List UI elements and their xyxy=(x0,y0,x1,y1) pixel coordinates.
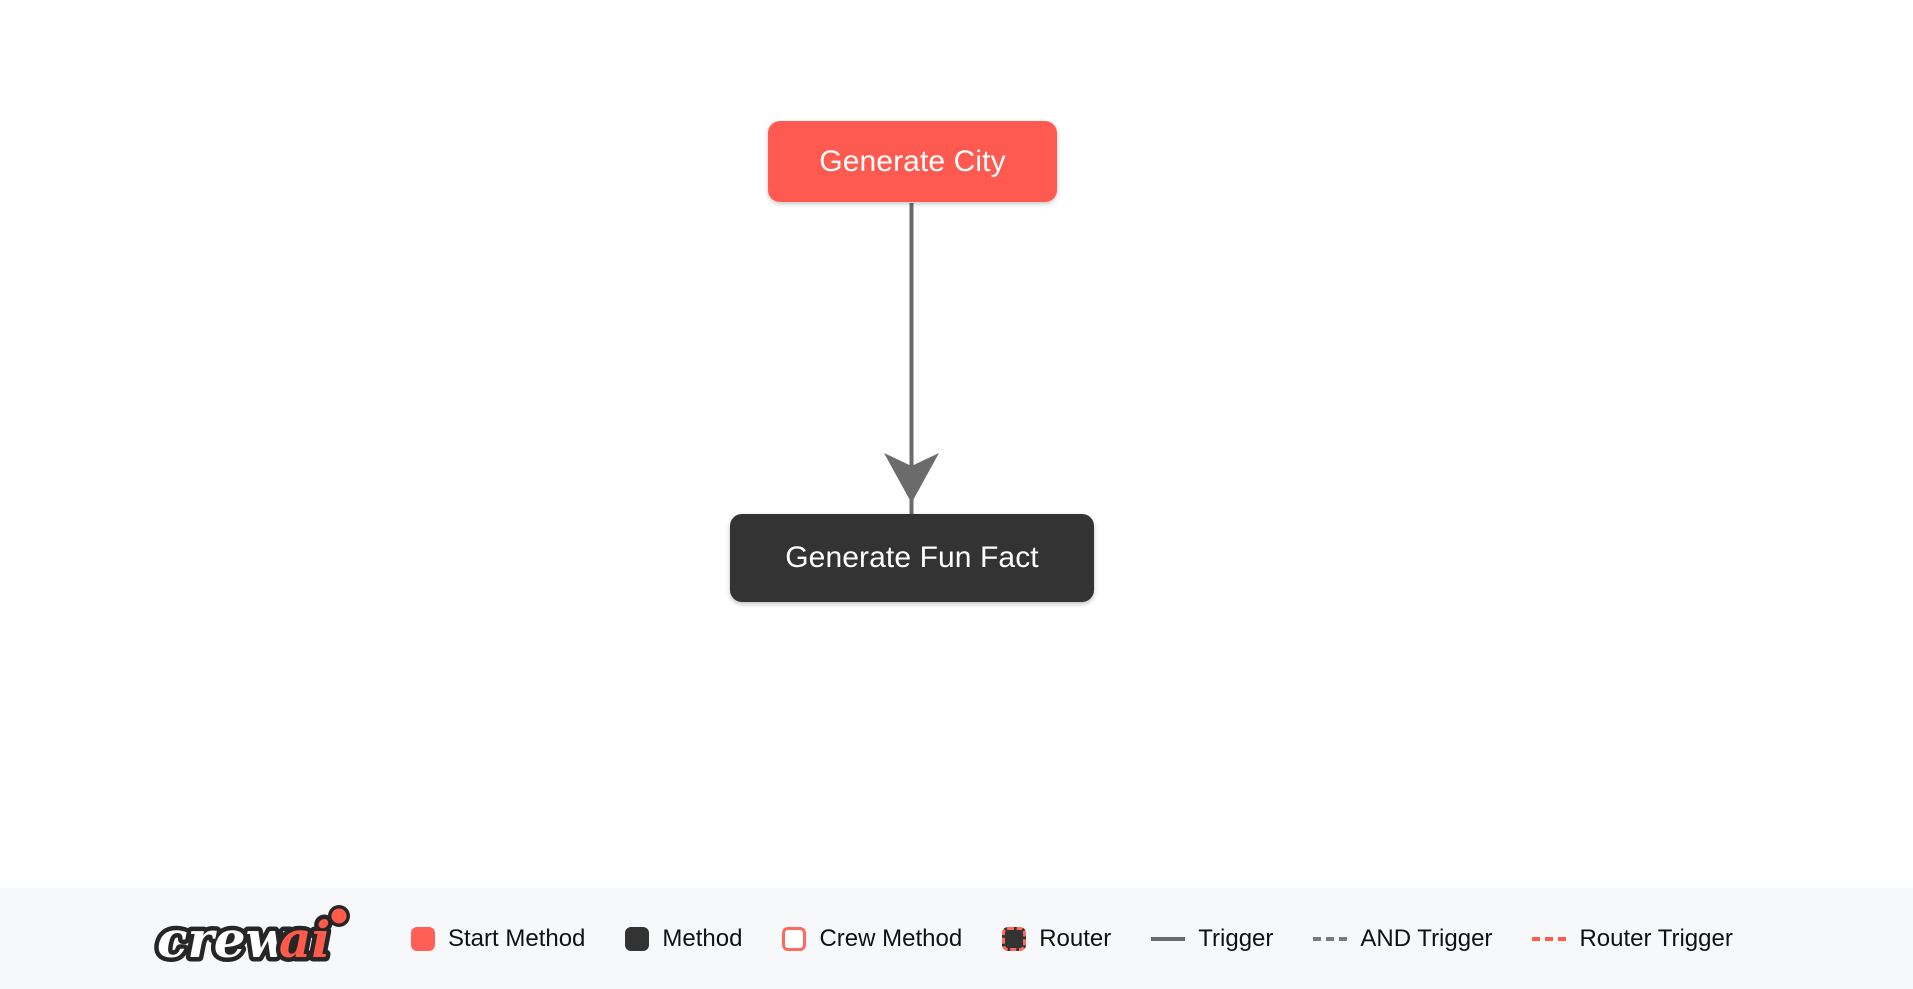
legend-item-and-trigger[interactable]: AND Trigger xyxy=(1313,924,1493,952)
crewai-logo: crew crew ai ai xyxy=(153,903,375,975)
legend-item-label: Router xyxy=(1039,924,1112,952)
legend-item-label: AND Trigger xyxy=(1360,924,1493,952)
method-swatch-icon xyxy=(625,926,650,951)
legend-item-router[interactable]: Router xyxy=(1002,924,1112,952)
router-trigger-line-icon xyxy=(1532,936,1567,941)
legend-item-crew-method[interactable]: Crew Method xyxy=(782,924,963,952)
edge-trigger-city-to-fun-fact[interactable] xyxy=(884,203,939,516)
legend-item-label: Method xyxy=(662,924,743,952)
edge-arrowhead-icon xyxy=(884,453,939,503)
svg-text:ai: ai xyxy=(279,910,330,969)
flow-node-generate-city[interactable]: Generate City xyxy=(768,121,1057,202)
legend-item-start-method[interactable]: Start Method xyxy=(411,924,586,952)
legend-item-router-trigger[interactable]: Router Trigger xyxy=(1532,924,1733,952)
svg-text:ai: ai xyxy=(279,910,330,969)
svg-text:crew: crew xyxy=(157,910,291,969)
legend-item-label: Trigger xyxy=(1198,924,1274,952)
flow-node-label: Generate Fun Fact xyxy=(785,541,1039,574)
svg-text:crew: crew xyxy=(157,910,291,969)
crew-method-swatch-icon xyxy=(782,926,807,951)
legend-bar: crew crew ai ai Start Method Method xyxy=(0,888,1913,989)
and-trigger-line-icon xyxy=(1313,936,1348,941)
start-method-swatch-icon xyxy=(411,926,435,951)
trigger-line-icon xyxy=(1151,936,1186,941)
router-swatch-icon xyxy=(1002,926,1027,951)
flow-node-generate-fun-fact[interactable]: Generate Fun Fact xyxy=(730,514,1094,602)
legend-item-method[interactable]: Method xyxy=(625,924,743,952)
flow-node-label: Generate City xyxy=(819,144,1006,178)
legend-item-label: Router Trigger xyxy=(1579,924,1733,952)
legend-item-label: Start Method xyxy=(448,924,586,952)
legend-item-label: Crew Method xyxy=(819,924,963,952)
flow-canvas[interactable]: Generate City Generate Fun Fact xyxy=(0,0,1913,888)
legend-items: Start Method Method Crew Method Router T… xyxy=(411,924,1733,952)
legend-item-trigger[interactable]: Trigger xyxy=(1151,924,1274,952)
crewai-wordmark-icon: crew crew ai ai xyxy=(153,904,350,973)
